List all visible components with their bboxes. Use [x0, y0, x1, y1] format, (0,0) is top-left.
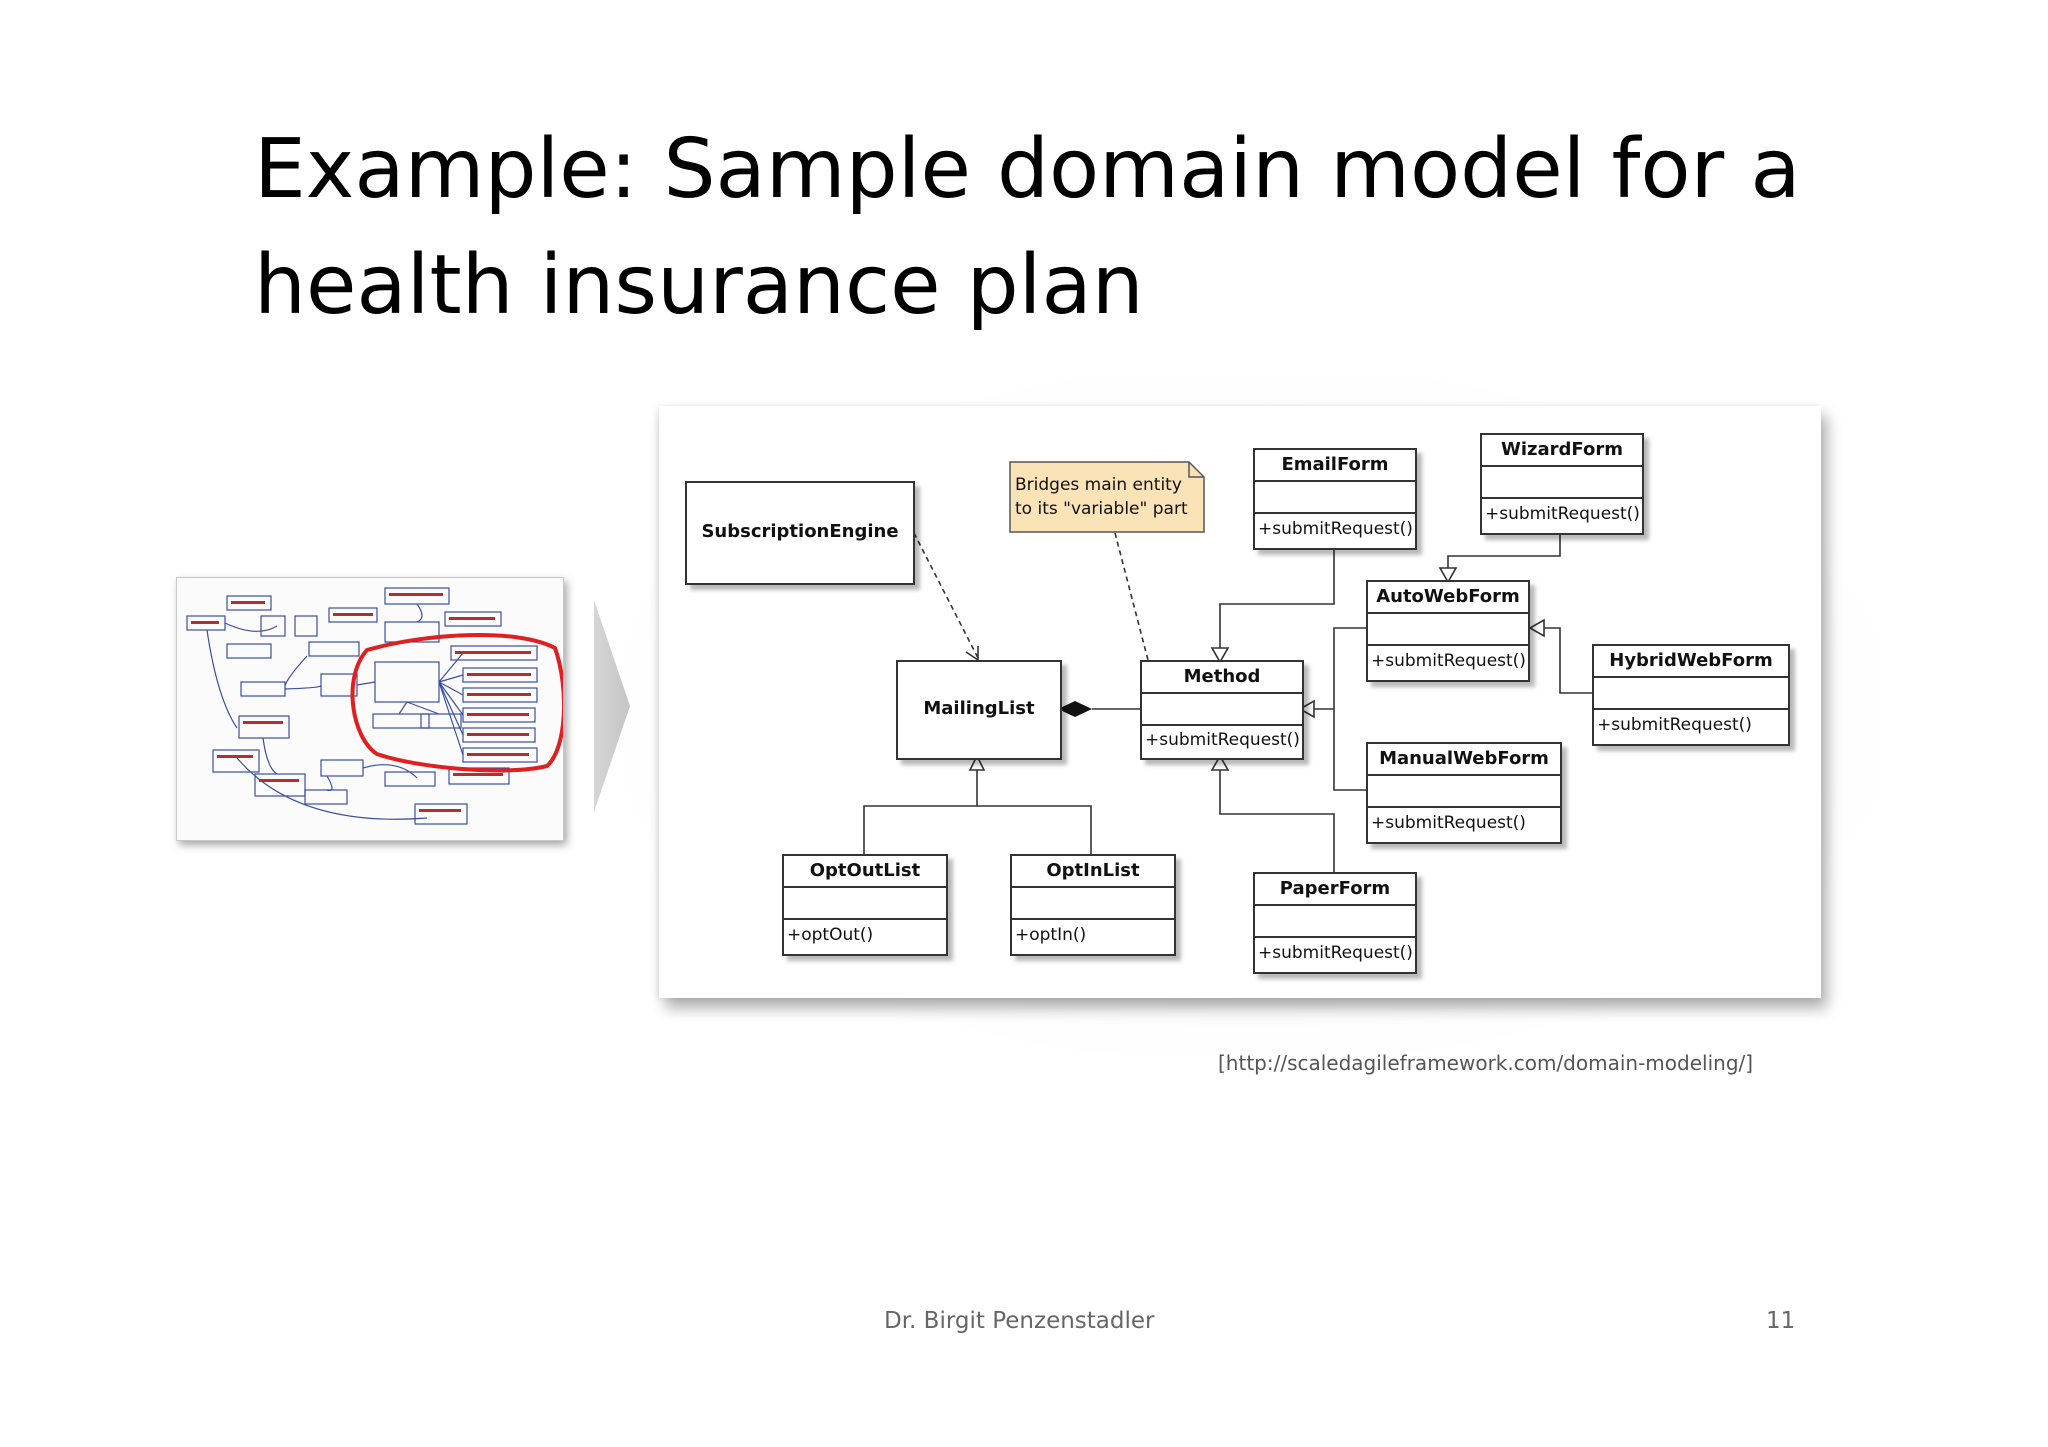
class-name: OptOutList [784, 856, 946, 888]
class-operation: +optIn() [1012, 920, 1174, 950]
class-name: EmailForm [1255, 450, 1415, 482]
class-name: SubscriptionEngine [687, 483, 913, 581]
class-operation: +submitRequest() [1368, 646, 1528, 676]
uml-note: Bridges main entity to its "variable" pa… [1009, 461, 1205, 533]
class-operation: +submitRequest() [1594, 710, 1788, 740]
generalization-hybridwebform [1544, 628, 1592, 693]
class-email-form: EmailForm +submitRequest() [1253, 448, 1417, 550]
class-operation: +submitRequest() [1255, 514, 1415, 544]
class-attributes [1482, 467, 1642, 499]
class-subscription-engine: SubscriptionEngine [685, 481, 915, 585]
class-operation: +optOut() [784, 920, 946, 950]
class-method: Method +submitRequest() [1140, 660, 1304, 760]
source-citation: [http://scaledagileframework.com/domain-… [1218, 1051, 1753, 1075]
class-name: AutoWebForm [1368, 582, 1528, 614]
generalization-optlists [864, 806, 1091, 854]
class-operation: +submitRequest() [1142, 726, 1302, 754]
class-name: MailingList [898, 662, 1060, 756]
class-name: Method [1142, 662, 1302, 694]
class-attributes [1368, 776, 1560, 808]
class-auto-web-form: AutoWebForm +submitRequest() [1366, 580, 1530, 682]
class-attributes [1255, 482, 1415, 514]
triangle-autowebform-right [1530, 620, 1544, 636]
class-name: WizardForm [1482, 435, 1642, 467]
note-line-2: to its "variable" part [1015, 497, 1205, 521]
generalization-paperform [1220, 770, 1334, 872]
dependency-line [914, 533, 978, 658]
page-number: 11 [1766, 1308, 1795, 1334]
note-link-line [1115, 533, 1148, 660]
class-wizard-form: WizardForm +submitRequest() [1480, 433, 1644, 535]
class-opt-out-list: OptOutList +optOut() [782, 854, 948, 956]
class-hybrid-web-form: HybridWebForm +submitRequest() [1592, 644, 1790, 746]
class-opt-in-list: OptInList +optIn() [1010, 854, 1176, 956]
generalization-emailform [1220, 550, 1334, 648]
class-operation: +submitRequest() [1255, 938, 1415, 968]
class-attributes [1012, 888, 1174, 920]
class-name: PaperForm [1255, 874, 1415, 906]
class-name: HybridWebForm [1594, 646, 1788, 678]
class-name: ManualWebForm [1368, 744, 1560, 776]
class-paper-form: PaperForm +submitRequest() [1253, 872, 1417, 974]
footer-author: Dr. Birgit Penzenstadler [884, 1308, 1155, 1334]
class-attributes [1255, 906, 1415, 938]
class-attributes [1142, 694, 1302, 726]
class-operation: +submitRequest() [1482, 499, 1642, 529]
class-name: OptInList [1012, 856, 1174, 888]
generalization-webforms [1334, 628, 1366, 790]
class-operation: +submitRequest() [1368, 808, 1560, 838]
class-manual-web-form: ManualWebForm +submitRequest() [1366, 742, 1562, 844]
generalization-wizardform [1448, 533, 1560, 570]
class-mailing-list: MailingList [896, 660, 1062, 760]
class-attributes [784, 888, 946, 920]
note-line-1: Bridges main entity [1015, 473, 1205, 497]
class-attributes [1368, 614, 1528, 646]
class-attributes [1594, 678, 1788, 710]
composition-diamond [1058, 701, 1092, 717]
